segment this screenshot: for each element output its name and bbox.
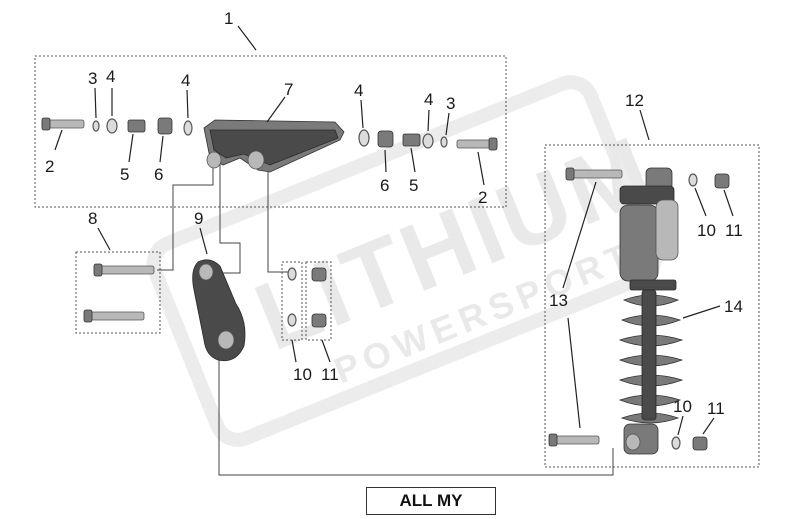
connector-8-to-7 xyxy=(157,160,214,271)
leader-6-right xyxy=(384,149,387,173)
leader-10-upper xyxy=(694,187,707,217)
bolt-2-right xyxy=(456,137,498,151)
leader-11-left xyxy=(321,339,331,363)
callout-11-lower: 11 xyxy=(707,399,725,418)
washer-10-shock-lower xyxy=(671,436,681,450)
bushing-6-right xyxy=(377,130,394,148)
connector-9-to-7 xyxy=(213,160,241,274)
shock-absorber-14 xyxy=(618,167,684,455)
leader-13-lower xyxy=(567,317,581,429)
callout-8: 8 xyxy=(88,209,97,228)
nut-11-left-lower xyxy=(311,313,327,328)
callout-5-right: 5 xyxy=(409,176,418,195)
leader-1 xyxy=(237,25,257,51)
leader-2-left xyxy=(54,129,63,151)
leader-6-left xyxy=(159,135,164,163)
dogbone-link-9 xyxy=(192,259,246,362)
leader-3-right xyxy=(445,112,450,136)
callout-10-left: 10 xyxy=(293,365,312,384)
callout-2-left: 2 xyxy=(45,157,54,176)
callout-5-left: 5 xyxy=(120,165,129,184)
callout-14: 14 xyxy=(724,297,743,316)
callout-13: 13 xyxy=(549,291,568,310)
leader-12 xyxy=(639,109,650,141)
callout-4-right-a: 4 xyxy=(354,81,363,100)
leader-7 xyxy=(266,96,286,123)
leader-10-left xyxy=(291,339,297,363)
nut-11-left-upper xyxy=(311,267,327,282)
callout-7: 7 xyxy=(284,80,293,99)
callout-10-upper: 10 xyxy=(697,221,716,240)
group-box-1 xyxy=(34,55,507,208)
washer-4-left-a xyxy=(106,118,118,134)
callout-3-left: 3 xyxy=(88,69,97,88)
callout-6-right: 6 xyxy=(380,176,389,195)
callout-10-lower: 10 xyxy=(673,397,692,416)
washer-10-shock-upper xyxy=(688,173,698,187)
bolt-8-upper xyxy=(93,263,155,277)
callout-4-left-b: 4 xyxy=(181,71,190,90)
shock-spring xyxy=(618,294,684,424)
group-box-8 xyxy=(75,251,161,334)
callout-9: 9 xyxy=(194,209,203,228)
model-caption: ALL MY xyxy=(366,487,496,515)
bushing-6-left xyxy=(157,117,173,135)
leader-5-right xyxy=(410,147,416,173)
washer-3-right xyxy=(440,136,448,148)
callout-2-right: 2 xyxy=(478,188,487,207)
leader-11-lower xyxy=(702,417,715,435)
leader-2-right xyxy=(477,151,485,186)
bolt-2-left xyxy=(41,117,85,131)
connector-9-to-shock xyxy=(218,358,614,476)
group-box-11-left xyxy=(305,261,332,341)
leader-10-lower xyxy=(677,415,684,436)
washer-4-left-b xyxy=(183,120,193,136)
connector-10-to-7 xyxy=(267,165,290,273)
nut-11-shock-upper xyxy=(714,173,730,189)
washer-10-left-upper xyxy=(287,267,297,281)
spacer-5-right xyxy=(402,133,421,147)
washer-4-right-b xyxy=(422,133,434,149)
leader-4-right-a xyxy=(360,99,364,129)
leader-9 xyxy=(199,227,208,255)
callout-4-right-b: 4 xyxy=(424,90,433,109)
bolt-13-lower xyxy=(548,433,600,447)
leader-14 xyxy=(682,305,721,319)
leader-3-left xyxy=(94,87,97,119)
bolt-8-lower xyxy=(83,309,145,323)
linkage-arm-7 xyxy=(203,119,345,173)
leader-4-right-b xyxy=(427,109,430,132)
leader-5-left xyxy=(128,133,134,163)
washer-4-right-a xyxy=(358,129,370,147)
leader-4-left-b xyxy=(186,89,189,119)
callout-11-left: 11 xyxy=(321,365,339,384)
leader-8 xyxy=(97,227,111,251)
callout-12: 12 xyxy=(625,91,644,110)
washer-10-left-lower xyxy=(287,313,297,327)
bolt-13-upper xyxy=(565,167,623,181)
callout-6-left: 6 xyxy=(154,165,163,184)
callout-11-upper: 11 xyxy=(725,221,743,240)
leader-11-upper xyxy=(723,189,734,217)
callout-4-left-a: 4 xyxy=(106,67,115,86)
leader-13-upper xyxy=(562,181,597,289)
callout-3-right: 3 xyxy=(446,94,455,113)
callout-1: 1 xyxy=(224,9,233,28)
nut-11-shock-lower xyxy=(692,436,708,451)
washer-3-left xyxy=(92,120,100,132)
spacer-5-left xyxy=(127,119,146,133)
